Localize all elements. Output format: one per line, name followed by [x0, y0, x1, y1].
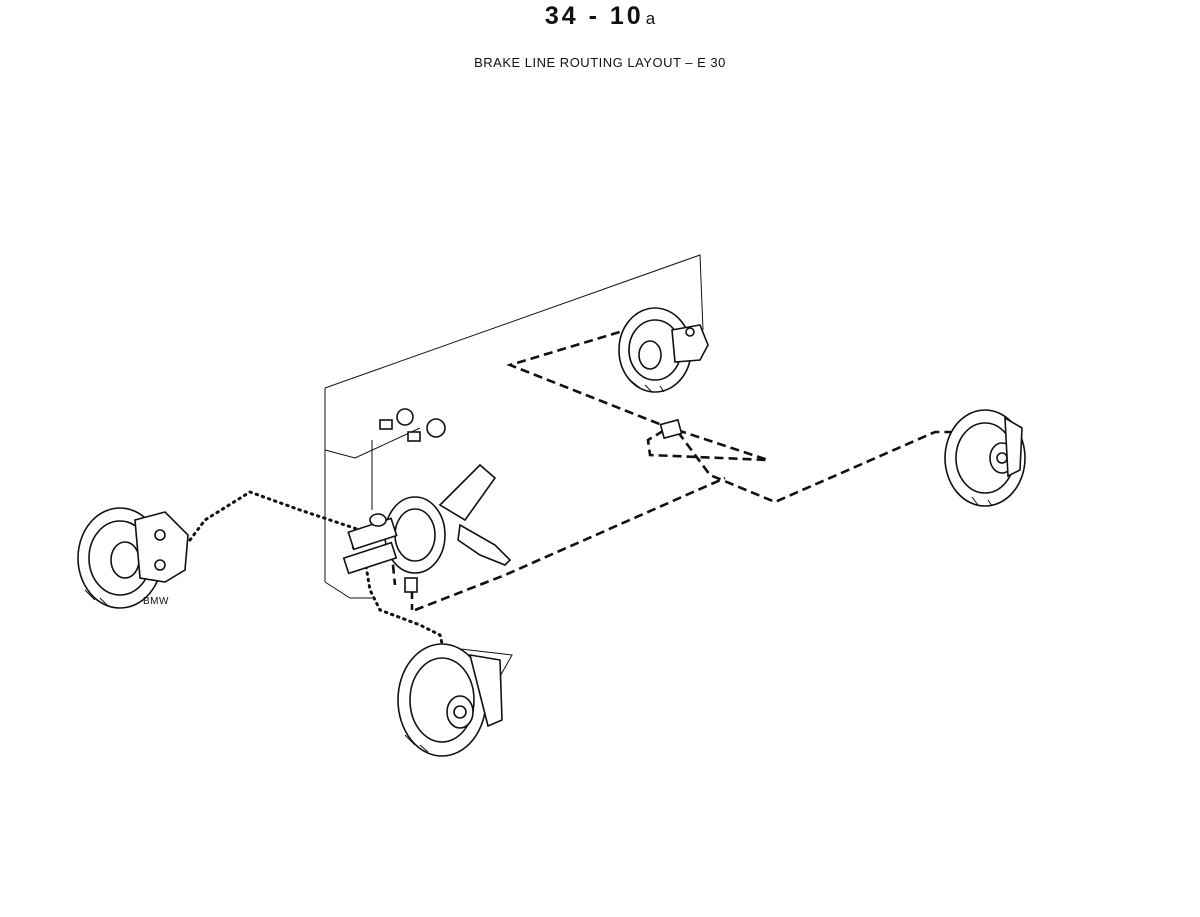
front-right-disc-brake — [397, 643, 503, 757]
brake-booster — [384, 463, 512, 574]
rear-left-disc-brake — [618, 307, 709, 393]
page-number-main: 34 - 10 — [544, 2, 644, 30]
front-right-leader — [451, 647, 513, 681]
brake-line-dashed — [351, 326, 962, 612]
bmw-logo-text: BMW — [143, 596, 169, 607]
body-panel-outline — [324, 254, 704, 599]
page-title: BRAKE LINE ROUTING LAYOUT – E 30 — [474, 55, 726, 70]
fittings-detail — [379, 408, 446, 593]
rear-right-disc-brake — [944, 409, 1026, 507]
master-cylinder — [342, 513, 398, 575]
page-number-suffix: a — [645, 9, 656, 28]
pressure-regulator — [659, 418, 683, 440]
front-left-disc-brake — [77, 507, 189, 609]
